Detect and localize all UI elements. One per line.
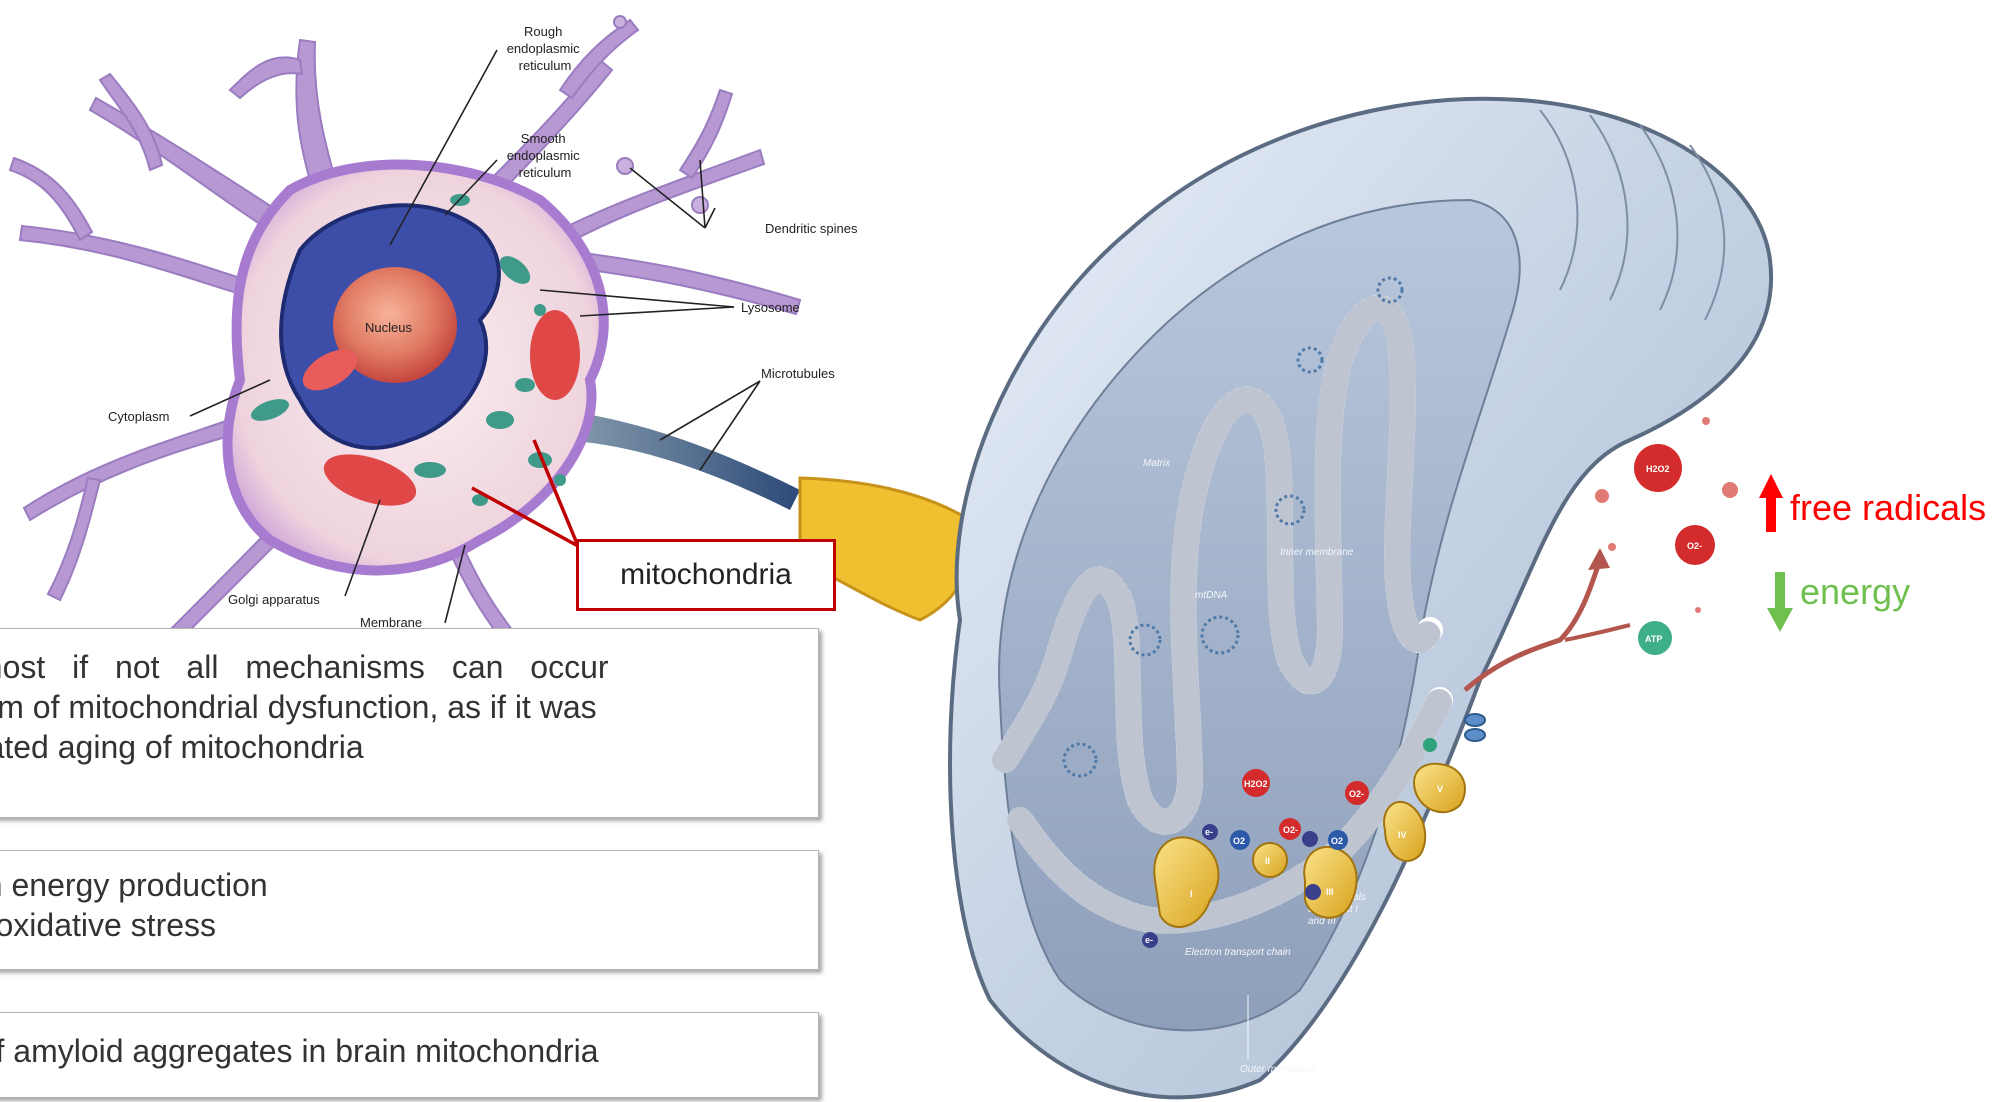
outer-membrane-label: Outer membrane <box>1240 1064 1316 1075</box>
svg-text:e-: e- <box>1205 827 1213 837</box>
box3-line-1: e of amyloid aggregates in brain mitocho… <box>0 1031 598 1071</box>
box1-line-1: almost if not all mechanisms can occur <box>0 647 609 687</box>
smooth-er-label: Smooth endoplasmic reticulum <box>507 131 584 180</box>
released-molecules: H2O2 O2- ATP <box>1595 417 1738 655</box>
inner-membrane-label: Inner membrane <box>1280 547 1354 558</box>
etc-label: Electron transport chain <box>1185 947 1291 958</box>
svg-text:II: II <box>1265 856 1270 866</box>
energy-label: energy <box>1800 571 1910 613</box>
mitochondrion-illustration: Matrix Inner membrane mtDNA Electron tra… <box>950 99 1771 1098</box>
output-arrow-branch <box>1565 625 1630 640</box>
complex-ii: II <box>1253 843 1287 877</box>
svg-text:V: V <box>1437 784 1443 794</box>
box1-line-3: lerated aging of mitochondria <box>0 727 609 767</box>
svg-text:O2: O2 <box>1331 836 1343 846</box>
svg-text:O2: O2 <box>1233 836 1245 846</box>
down-arrow-icon <box>1767 572 1793 632</box>
svg-text:I: I <box>1190 889 1193 899</box>
svg-text:ATP: ATP <box>1645 634 1662 644</box>
text-box-amyloid: e of amyloid aggregates in brain mitocho… <box>0 1012 819 1098</box>
text-box-energy-stress: e in energy production ed oxidative stre… <box>0 850 819 970</box>
svg-text:e-: e- <box>1145 935 1153 945</box>
mitochondria-callout: mitochondria <box>576 539 836 611</box>
cytoplasm-label: Cytoplasm <box>108 409 169 424</box>
box2-line-2: ed oxidative stress <box>0 905 268 945</box>
text-box-mechanisms: almost if not all mechanisms can occur r… <box>0 628 819 818</box>
rough-er-label: Rough endoplasmic reticulum <box>507 24 584 73</box>
svg-text:H2O2: H2O2 <box>1646 464 1670 474</box>
box1-line-2: ream of mitochondrial dysfunction, as if… <box>0 687 609 727</box>
svg-text:H2O2: H2O2 <box>1244 779 1268 789</box>
svg-text:O2-: O2- <box>1687 541 1702 551</box>
matrix-label: Matrix <box>1143 458 1171 469</box>
up-arrow-icon <box>1759 474 1783 532</box>
dendritic-spines-label: Dendritic spines <box>765 221 858 236</box>
box2-line-1: e in energy production <box>0 865 268 905</box>
mtdna-label: mtDNA <box>1195 590 1228 601</box>
svg-text:III: III <box>1326 887 1334 897</box>
golgi-label: Golgi apparatus <box>228 592 320 607</box>
svg-text:IV: IV <box>1398 830 1407 840</box>
svg-text:O2-: O2- <box>1349 789 1364 799</box>
lysosome-label: Lysosome <box>741 300 800 315</box>
svg-text:O2-: O2- <box>1283 825 1298 835</box>
organelle-red <box>530 310 580 400</box>
nucleus-label: Nucleus <box>365 320 412 335</box>
output-arrow-head <box>1588 548 1610 570</box>
complex-iii: III <box>1304 847 1356 918</box>
microtubules-label: Microtubules <box>761 366 835 381</box>
free-radicals-label: free radicals <box>1790 487 1986 529</box>
mitochondria-callout-label: mitochondria <box>620 558 792 592</box>
